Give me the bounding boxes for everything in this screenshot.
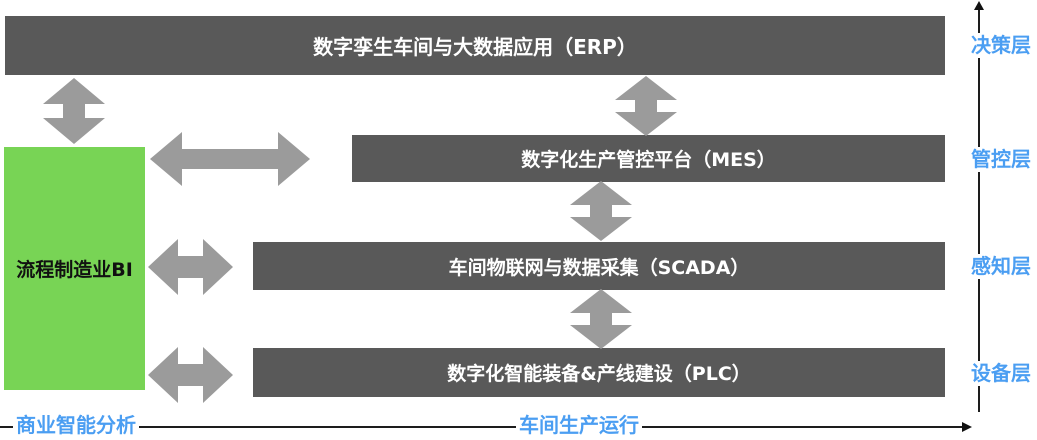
bi-box: 流程制造业BI [4,147,145,390]
right-arrow-icon [962,422,972,432]
right-axis-label-decision: 决策层 [966,33,1036,58]
double-arrow-vertical-icon [43,78,105,144]
double-arrow-vertical-icon [570,289,632,349]
layer-bar-erp-label: 数字孪生车间与大数据应用（ERP） [313,35,637,59]
up-arrow-icon [974,1,984,10]
bottom-axis-label-production: 车间生产运行 [516,412,642,438]
right-axis-line [978,8,980,412]
layer-bar-erp: 数字孪生车间与大数据应用（ERP） [5,16,945,75]
double-arrow-horizontal-icon [150,130,310,188]
right-axis-label-perception: 感知层 [966,254,1036,279]
right-axis-label-control: 管控层 [966,147,1036,172]
double-arrow-horizontal-icon [148,237,233,297]
double-arrow-vertical-icon [615,76,677,136]
double-arrow-vertical-icon [570,181,632,241]
bottom-axis-line [0,426,964,428]
layer-bar-mes: 数字化生产管控平台（MES） [352,135,945,182]
layer-bar-scada-label: 车间物联网与数据采集（SCADA） [448,256,750,279]
bottom-axis-label-bi: 商业智能分析 [13,412,139,438]
layer-bar-scada: 车间物联网与数据采集（SCADA） [253,242,945,290]
double-arrow-horizontal-icon [148,345,233,405]
layer-bar-plc: 数字化智能装备&产线建设（PLC） [253,348,945,397]
right-axis-label-device: 设备层 [966,361,1036,386]
layer-bar-plc-label: 数字化智能装备&产线建设（PLC） [447,363,751,385]
layer-bar-mes-label: 数字化生产管控平台（MES） [521,149,776,171]
bi-box-label: 流程制造业BI [16,259,133,281]
